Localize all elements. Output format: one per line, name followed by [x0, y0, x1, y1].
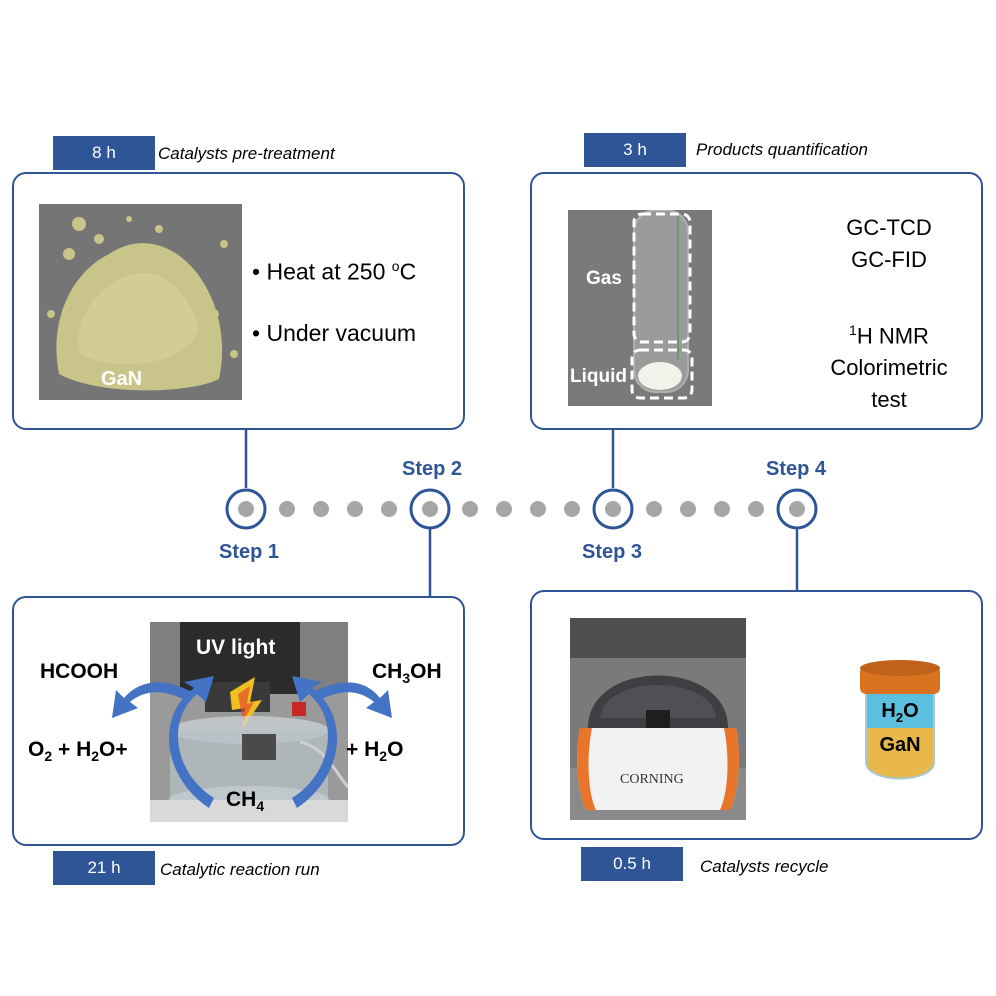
step2-label: Step 2: [402, 458, 463, 480]
left-reactants-label: O2 + H2O+: [28, 738, 128, 765]
vial-graphic: H2O GaN: [858, 652, 942, 792]
step2-caption: Catalytic reaction run: [160, 860, 320, 879]
step1-duration-badge: 8 h: [53, 136, 155, 170]
step4-marker: [776, 488, 818, 530]
pretreatment-panel: GaN • Heat at 250 oC • Under vacuum: [12, 172, 465, 430]
step1-label: Step 1: [219, 541, 280, 563]
reaction-arrows: [112, 676, 392, 808]
uv-light-label: UV light: [196, 636, 276, 659]
step3-duration-badge: 3 h: [584, 133, 686, 167]
methane-label: CH4: [226, 788, 265, 815]
formic-acid-label: HCOOH: [40, 660, 119, 683]
reaction-panel: UV light HCOOH CH3OH O2 + H2O+ + H2O CH4: [12, 596, 465, 846]
centrifuge-photo: CORNING: [570, 618, 746, 820]
timeline-dots: [238, 501, 805, 517]
step2-duration-badge: 21 h: [53, 851, 155, 885]
gas-methods: GC-TCD GC-FID: [846, 215, 932, 272]
step2-marker: [409, 488, 451, 530]
step4-caption: Catalysts recycle: [700, 857, 829, 876]
gan-powder-photo: GaN: [39, 204, 242, 400]
bullet-vacuum: • Under vacuum: [252, 320, 417, 346]
test-tube-photo: Gas Liquid: [568, 210, 712, 406]
recycle-panel: CORNING H2O GaN: [530, 590, 983, 840]
liquid-label: Liquid: [570, 366, 627, 387]
step1-marker: [225, 488, 267, 530]
step4-duration-badge: 0.5 h: [581, 847, 683, 881]
vial-gan-label: GaN: [879, 734, 921, 756]
step3-label: Step 3: [582, 541, 643, 563]
right-reactants-label: + H2O: [346, 738, 404, 765]
step3-marker: [592, 488, 634, 530]
vial-water-label: H2O: [881, 700, 919, 725]
bullet-heat: • Heat at 250 oC: [252, 258, 417, 285]
liquid-methods: 1H NMR Colorimetric test: [830, 322, 948, 413]
step4-label: Step 4: [766, 458, 827, 480]
methanol-label: CH3OH: [372, 660, 442, 687]
corning-brand-label: CORNING: [620, 772, 684, 787]
gas-label: Gas: [586, 268, 622, 289]
step1-caption: Catalysts pre-treatment: [158, 144, 335, 163]
gan-photo-label: GaN: [101, 368, 143, 390]
step3-caption: Products quantification: [696, 140, 868, 159]
quantification-panel: Gas Liquid GC-TCD GC-FID 1H NMR Colorime…: [530, 172, 983, 430]
